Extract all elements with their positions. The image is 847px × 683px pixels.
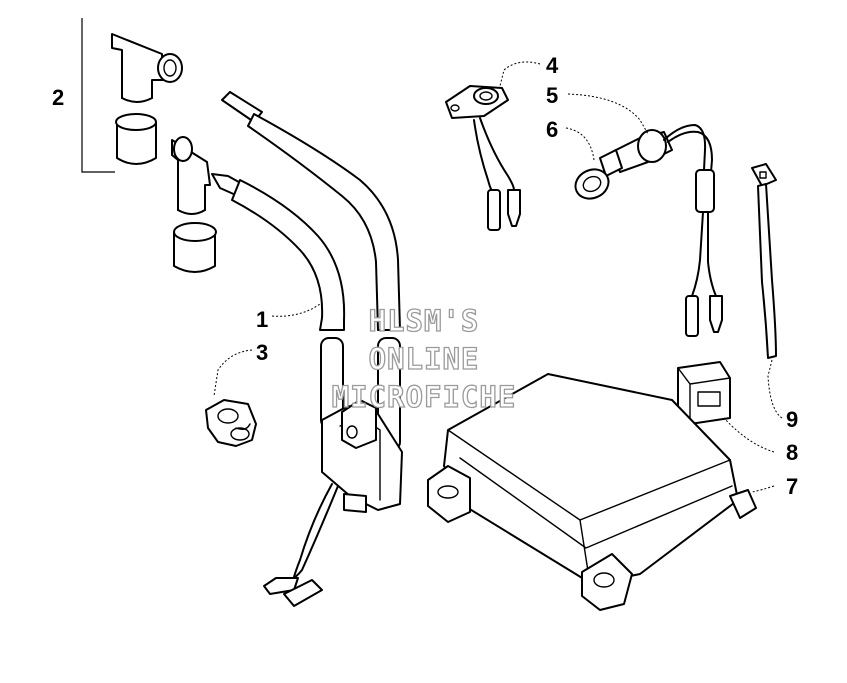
callout-2: 2	[52, 85, 64, 110]
callout-7: 7	[786, 474, 798, 499]
cable-tie[interactable]	[751, 163, 777, 359]
boot-sleeve-lower[interactable]	[173, 222, 217, 273]
callout-3-leader	[213, 349, 253, 397]
callout-6: 6	[546, 117, 558, 142]
callout-4-leader	[499, 61, 541, 87]
callout-9-leader	[767, 359, 783, 419]
lead-clip[interactable]	[205, 399, 257, 447]
watermark: HLSM'S ONLINE MICROFICHE	[331, 303, 517, 414]
sensor-washer[interactable]	[571, 164, 614, 204]
callout-2-bracket	[81, 18, 115, 173]
watermark-line-1: HLSM'S	[369, 304, 480, 338]
callout-3: 3	[256, 340, 268, 365]
watermark-line-2: ONLINE	[369, 342, 480, 376]
control-module[interactable]	[427, 373, 757, 611]
callout-5: 5	[546, 83, 558, 108]
callout-8-leader	[723, 417, 775, 453]
callout-1-leader	[271, 303, 321, 317]
callout-8: 8	[786, 440, 798, 465]
callout-1: 1	[256, 307, 268, 332]
sensor-with-lead[interactable]	[599, 123, 723, 337]
callout-5-leader	[567, 93, 649, 135]
callout-7-leader	[751, 485, 775, 493]
ignition-coil-assembly[interactable]	[211, 91, 403, 607]
spark-plug-cap-lower[interactable]	[171, 136, 211, 215]
callout-4: 4	[546, 53, 559, 78]
spark-plug-cap-upper[interactable]	[111, 33, 183, 103]
callout-6-leader	[565, 127, 595, 161]
watermark-line-3: MICROFICHE	[332, 380, 517, 414]
temperature-sensor[interactable]	[445, 85, 521, 231]
callout-9: 9	[786, 407, 798, 432]
boot-sleeve-upper[interactable]	[115, 113, 157, 165]
